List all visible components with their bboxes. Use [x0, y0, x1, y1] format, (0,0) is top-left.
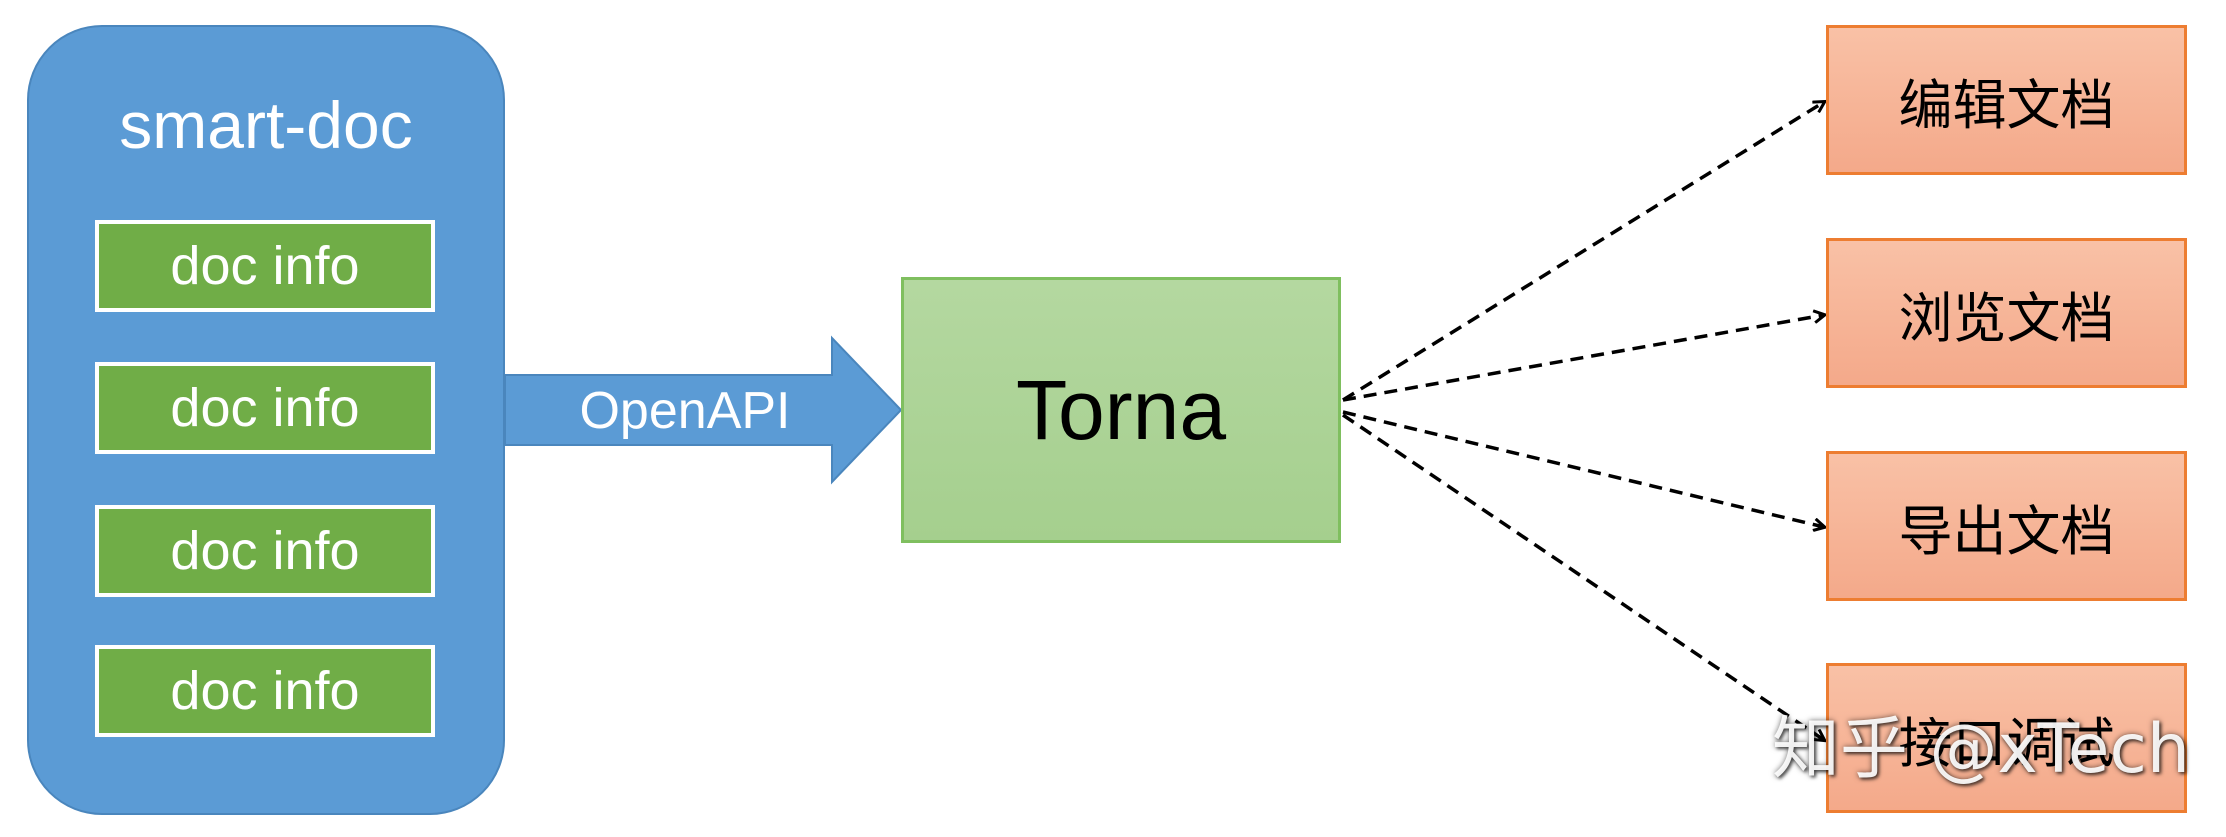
- doc-info-box: doc info: [95, 220, 435, 312]
- openapi-arrow: [504, 335, 903, 485]
- dashed-arrow-edit: [1342, 102, 1824, 402]
- action-export-docs: 导出文档: [1826, 451, 2187, 601]
- torna-box: Torna: [901, 277, 1341, 543]
- doc-info-box: doc info: [95, 505, 435, 597]
- dashed-arrow-export: [1342, 410, 1824, 527]
- watermark: 知乎 @xTech: [1771, 710, 2190, 789]
- openapi-label: OpenAPI: [579, 382, 791, 440]
- doc-info-box: doc info: [95, 645, 435, 737]
- smart-doc-title: smart-doc: [119, 88, 413, 162]
- torna-label: Torna: [1015, 362, 1227, 457]
- action-edit-docs: 编辑文档: [1826, 25, 2187, 175]
- dashed-arrow-browse: [1342, 315, 1824, 402]
- action-api-debug: 接口调试: [1826, 663, 2187, 813]
- doc-info-box: doc info: [95, 362, 435, 454]
- dashed-arrow-debug: [1342, 413, 1824, 740]
- action-browse-docs: 浏览文档: [1826, 238, 2187, 388]
